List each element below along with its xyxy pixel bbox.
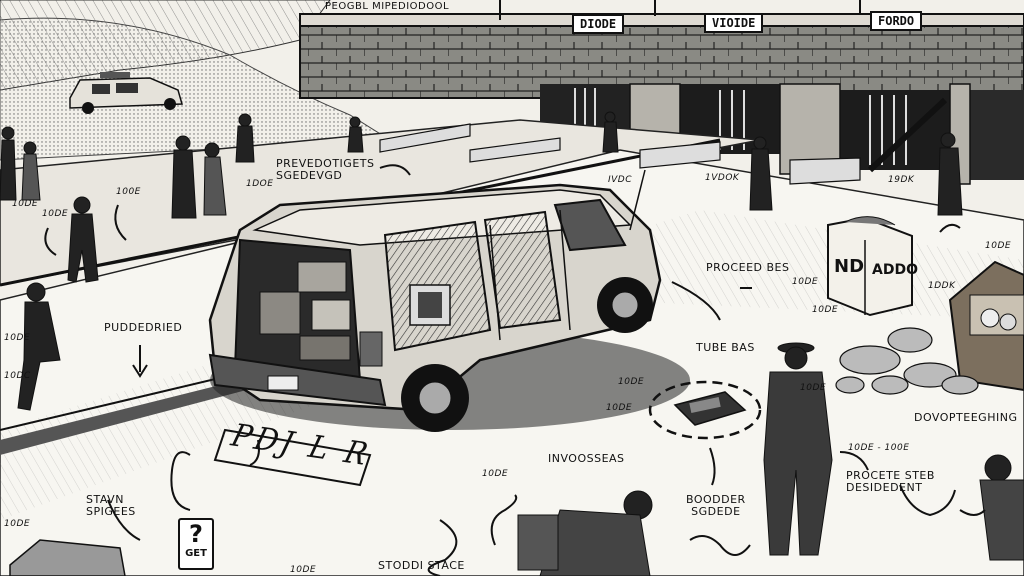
bottom-crate xyxy=(9,539,126,576)
label-dovoteeching: DOVOPTEEGHING xyxy=(914,411,1018,424)
road-hatching xyxy=(0,210,1024,520)
label-preventives: PREVEDOTIGETS SGEDEVGD xyxy=(276,157,375,183)
note-2: 100E xyxy=(116,187,141,197)
evidence-highlight xyxy=(648,380,762,440)
note-6: 19DK xyxy=(888,175,915,185)
note-9: 1DDK xyxy=(928,281,956,291)
note-15: 10DE xyxy=(482,469,509,479)
overpass-bridge xyxy=(299,0,1024,185)
note-19: 10DE xyxy=(12,199,39,209)
question-sign-text: GET xyxy=(185,548,207,559)
note-3: 10DE xyxy=(42,209,69,219)
distant-patrol-car xyxy=(69,72,183,114)
label-stavn: STAVN SPIGEES xyxy=(86,493,136,519)
bridge-sign-1: DIODE xyxy=(572,14,625,34)
road-marking-frame xyxy=(213,428,372,487)
question-mark: ? xyxy=(189,520,203,548)
note-5: 1VDOK xyxy=(705,173,740,183)
bridge-sign-2: VIOIDE xyxy=(704,13,764,33)
note-8: 10DE xyxy=(792,277,819,287)
note-20: 10DE xyxy=(290,565,317,575)
label-stodd: STODDI STACE xyxy=(378,559,465,572)
cargo-van xyxy=(208,169,662,432)
road-barriers xyxy=(379,123,861,185)
note-18: 10DE xyxy=(4,333,31,343)
note-4: IVDC xyxy=(608,175,633,185)
note-1: 1DOE xyxy=(246,179,274,189)
label-proceed-bes: PROCEED BES xyxy=(706,261,790,274)
bystanders xyxy=(0,111,1024,576)
note-11: 10DE xyxy=(618,377,645,387)
label-procete: PROCETE STEB DESIDEDENT xyxy=(846,469,935,495)
note-7: 10DC xyxy=(4,371,31,381)
question-sign: ? GET xyxy=(178,518,214,570)
top-caption: PEOGBL MIPEDIODOOL xyxy=(325,1,450,12)
label-boooder: BOODDER SGDEDE xyxy=(686,493,746,519)
bridge-sign-3: FORDO xyxy=(870,11,923,31)
note-14: 10DE - 100E xyxy=(848,443,910,453)
note-12: 10DE xyxy=(606,403,633,413)
note-13: 10DE xyxy=(800,383,827,393)
label-provid: PUDDEDRIED xyxy=(104,321,183,334)
crate xyxy=(948,260,1024,392)
hill-slope xyxy=(0,17,392,161)
box-sign-line1: ND xyxy=(834,256,865,277)
annotation-arrows xyxy=(44,164,986,576)
box-sign-line2: ADDO xyxy=(872,262,918,278)
note-17: 10DE xyxy=(985,241,1012,251)
label-tube-bas: TUBE BAS xyxy=(696,341,755,354)
rubble-pile xyxy=(835,327,979,395)
label-invoosseas: INVOOSSEAS xyxy=(548,452,625,465)
note-16: 10DE xyxy=(4,519,31,529)
note-10: 10DE xyxy=(812,305,839,315)
warning-box xyxy=(827,216,913,317)
